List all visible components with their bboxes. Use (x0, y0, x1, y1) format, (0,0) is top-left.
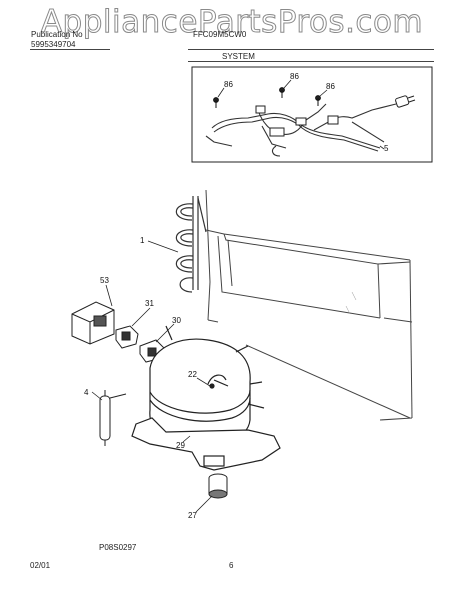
harness-terminals (255, 105, 339, 137)
callout-31: 31 (145, 299, 154, 308)
inset-frame (191, 66, 433, 163)
compressor (131, 325, 281, 471)
relay-housing (71, 301, 115, 345)
cabinet-hatching (345, 291, 357, 315)
harness-plug (395, 95, 416, 108)
callout-86-left: 86 (224, 80, 233, 89)
grommet (208, 473, 228, 499)
callout-86-center: 86 (290, 72, 299, 81)
callout-leaders (91, 240, 213, 513)
screw-icons (213, 87, 321, 108)
callout-5: 5 (384, 144, 389, 153)
header-rule-center (188, 49, 434, 50)
publication-number: 5995349704 (31, 40, 76, 49)
callout-4: 4 (84, 388, 89, 397)
header-rule-section (188, 61, 434, 62)
wiring-harness (205, 103, 397, 157)
section-title: SYSTEM (222, 52, 255, 61)
callout-30: 30 (172, 316, 181, 325)
callout-27: 27 (188, 511, 197, 520)
publication-label: Publication No (31, 30, 83, 39)
callout-53: 53 (100, 276, 109, 285)
figure-code: P08S0297 (99, 543, 137, 552)
condenser-coil (175, 196, 207, 293)
header-rule-left (30, 49, 110, 50)
watermark-logo: AppliancePartsPros.com (40, 4, 424, 41)
footer-page-number: 6 (229, 561, 234, 570)
callout-29: 29 (176, 441, 185, 450)
callout-22: 22 (188, 370, 197, 379)
model-number: FFC09M5CW0 (193, 30, 247, 39)
relay-part (115, 325, 139, 349)
inset-leaders (217, 79, 385, 150)
callout-86-right: 86 (326, 82, 335, 91)
footer-date: 02/01 (30, 561, 51, 570)
freezer-cabinet (205, 189, 413, 421)
filter-drier (99, 390, 127, 446)
callout-1: 1 (140, 236, 145, 245)
